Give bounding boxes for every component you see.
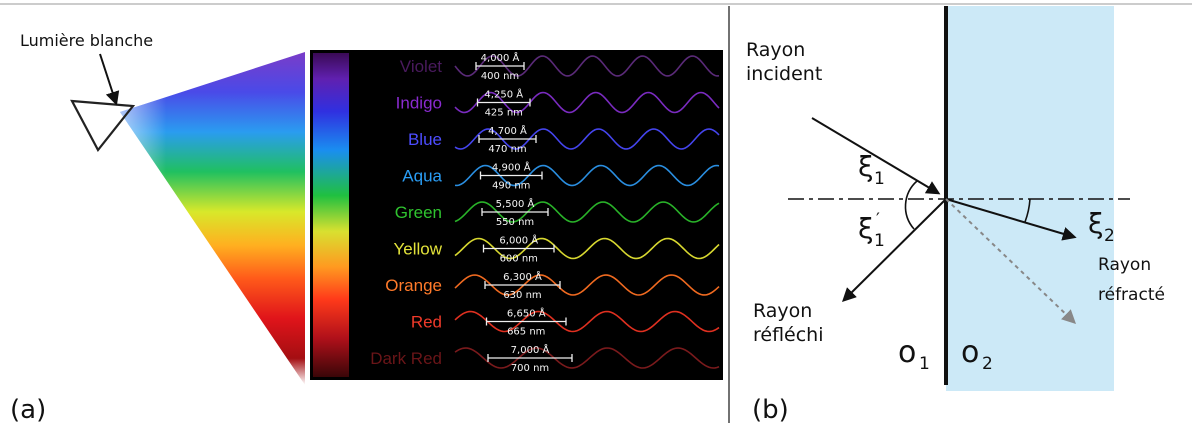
angstrom-label: 5,500 Å (496, 197, 535, 210)
wavelength-row: Yellow 6,000 Å 600 nm (393, 234, 720, 265)
angstrom-label: 6,000 Å (499, 234, 538, 247)
prism (70, 99, 136, 152)
nm-label: 665 nm (507, 327, 545, 338)
wavelength-rows: Violet 4,000 Å 400 nm Indigo 4,250 Å 425 nm Bl… (370, 51, 720, 374)
wave-line (454, 237, 720, 260)
wavelength-row: Green 5,500 Å 550 nm (395, 197, 720, 228)
panel-a-label: (a) (10, 395, 46, 423)
refracted-ray (945, 198, 1077, 241)
incident-label-1: Rayon (746, 39, 805, 61)
angstrom-label: 4,900 Å (492, 161, 531, 174)
wavelength-row: Orange 6,300 Å 630 nm (385, 270, 720, 301)
color-name-label: Dark Red (370, 349, 442, 368)
dashed-ray (945, 198, 1077, 324)
xi1prime-symbol: ξ (858, 212, 874, 245)
wave-line (454, 91, 720, 114)
wave-line (454, 55, 720, 77)
wave-line (454, 201, 720, 223)
xi1prime-prime: ′ (876, 210, 880, 230)
angstrom-label: 4,700 Å (488, 124, 527, 137)
incident-ray (811, 117, 941, 195)
reflected-label-1: Rayon (753, 300, 812, 322)
wave-line (454, 347, 720, 369)
wave-line (454, 128, 720, 150)
reflected-label-2: réfléchi (753, 324, 824, 346)
wavelength-bracket (481, 208, 549, 216)
xi1-symbol: ξ (858, 150, 874, 183)
wavelength-bracket (476, 98, 531, 107)
spectrum-fan-fade (120, 52, 305, 385)
angstrom-label: 7,000 Å (511, 343, 550, 356)
panel-a: Lumière blanche Violet 4,000 Å 400 nm Indig… (10, 31, 723, 423)
wavelength-row: Dark Red 7,000 Å 700 nm (370, 343, 720, 374)
wavelength-row: Aqua 4,900 Å 490 nm (402, 161, 720, 192)
nm-label: 425 nm (485, 108, 523, 119)
wavelength-bracket (475, 62, 525, 70)
wavelength-row: Indigo 4,250 Å 425 nm (396, 88, 720, 119)
medium1-subscript: 1 (919, 354, 930, 374)
xi2-symbol: ξ (1088, 207, 1104, 240)
nm-label: 550 nm (496, 217, 534, 228)
medium2-letter: o (961, 335, 979, 370)
nm-label: 470 nm (488, 144, 526, 155)
angstrom-label: 6,300 Å (503, 270, 542, 283)
wavelength-bracket (482, 244, 555, 253)
wavelength-bracket (485, 317, 567, 326)
xi1-subscript: 1 (874, 169, 885, 189)
color-name-label: Green (395, 203, 442, 222)
white-light-label: Lumière blanche (20, 31, 153, 50)
wavelength-row: Violet 4,000 Å 400 nm (400, 51, 720, 82)
color-name-label: Orange (385, 276, 442, 295)
color-name-label: Blue (408, 130, 442, 149)
medium1-letter: o (898, 335, 916, 370)
angstrom-label: 6,650 Å (507, 307, 546, 320)
nm-label: 700 nm (511, 363, 549, 374)
color-name-label: Red (411, 313, 442, 332)
color-name-label: Indigo (396, 94, 442, 113)
refracted-label-1: Rayon (1098, 255, 1151, 275)
medium2-subscript: 2 (982, 354, 993, 374)
color-name-label: Yellow (393, 240, 442, 259)
angle-arc-incident-reflected (904, 180, 918, 230)
panel-b-label: (b) (752, 395, 789, 423)
spectrum-strip (313, 53, 349, 377)
wavelength-bracket (484, 281, 561, 289)
reflected-ray (842, 198, 947, 302)
color-name-label: Aqua (402, 167, 442, 186)
incident-label-2: incident (746, 63, 822, 85)
angstrom-label: 4,250 Å (484, 88, 523, 101)
refracted-label-2: réfracté (1098, 285, 1165, 305)
wavelength-bracket (478, 135, 537, 143)
wave-line (454, 274, 720, 296)
color-name-label: Violet (400, 57, 442, 76)
wavelength-bracket (479, 171, 543, 180)
angstrom-label: 4,000 Å (481, 51, 520, 64)
nm-label: 600 nm (500, 254, 538, 265)
white-light-arrow (99, 53, 120, 106)
wavelength-row: Blue 4,700 Å 470 nm (408, 124, 720, 155)
angle-arc-refracted (1024, 198, 1031, 223)
wavelength-row: Red 6,650 Å 665 nm (411, 307, 720, 338)
xi1prime-subscript: 1 (874, 231, 885, 251)
nm-label: 490 nm (492, 181, 530, 192)
nm-label: 400 nm (481, 71, 519, 82)
wave-line (454, 310, 720, 333)
wavelength-bracket (487, 354, 573, 362)
panel-b: Rayon incident Rayon réfléchi Rayon réfr… (746, 6, 1165, 423)
wave-line (454, 164, 720, 187)
nm-label: 630 nm (503, 290, 541, 301)
xi2-subscript: 2 (1104, 226, 1115, 246)
